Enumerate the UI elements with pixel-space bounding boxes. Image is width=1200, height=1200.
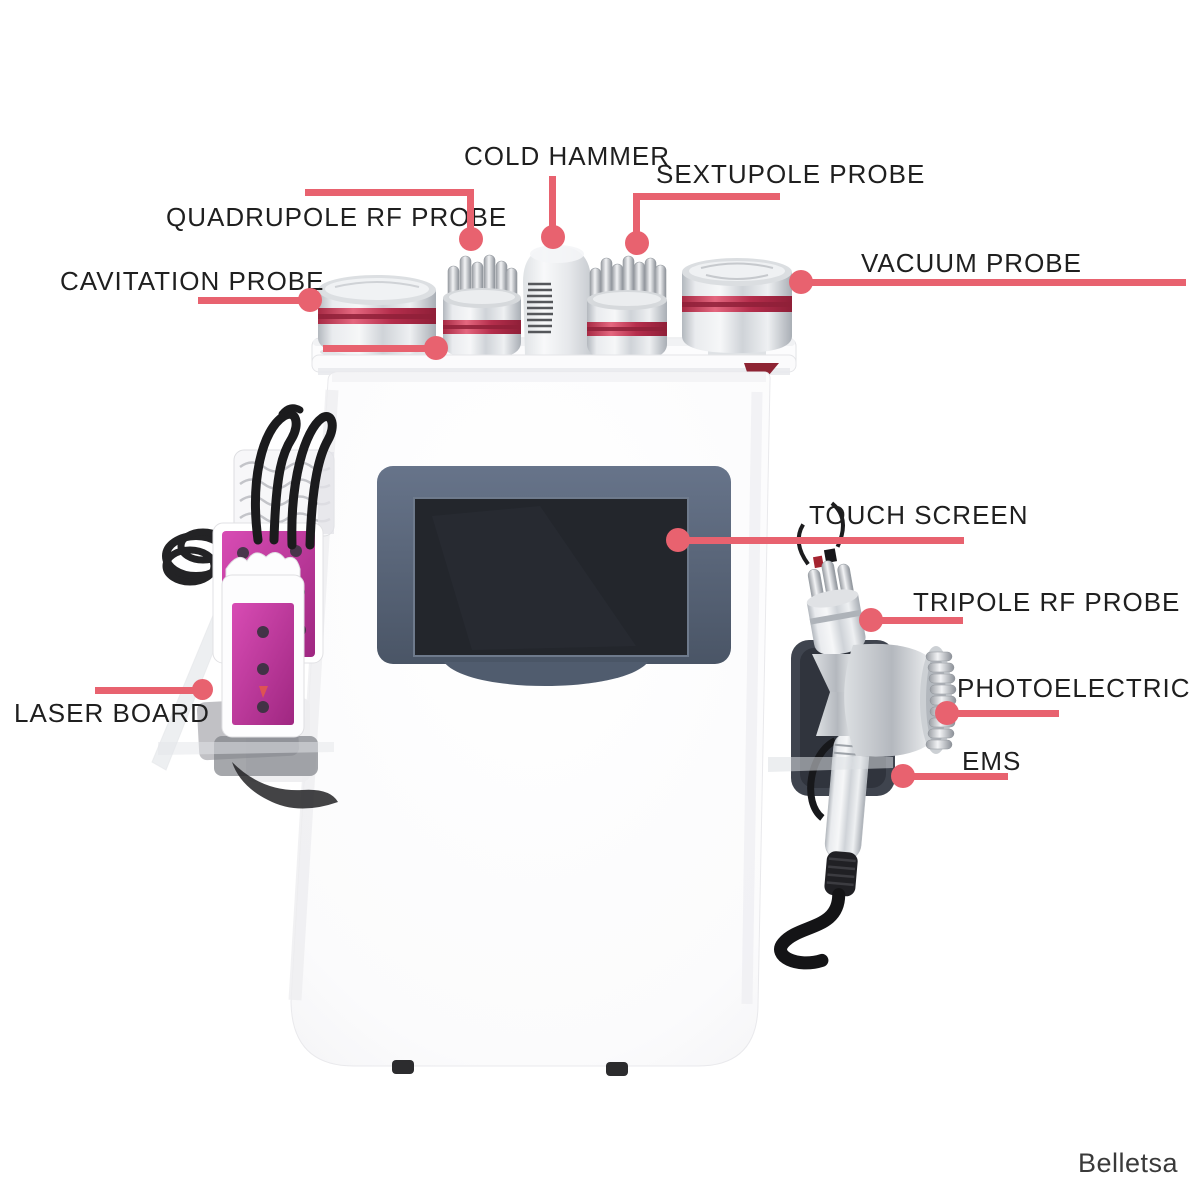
callout-line <box>903 773 1008 780</box>
callout-dot <box>935 701 959 725</box>
label-cavitation-probe: CAVITATION PROBE <box>60 266 325 296</box>
photoelectric-pins <box>925 651 957 750</box>
label-photoelectric: PHOTOELECTRIC <box>957 673 1191 703</box>
black-cables-graphic <box>251 404 337 550</box>
label-sextupole-probe: SEXTUPOLE PROBE <box>656 159 926 189</box>
quadrupole-rf-probe-graphic <box>443 254 521 359</box>
callout-line <box>305 189 474 196</box>
label-touch-screen: TOUCH SCREEN <box>809 500 1029 530</box>
label-quadrupole-rf-probe: QUADRUPOLE RF PROBE <box>166 202 508 232</box>
callout-dot-tray <box>424 336 448 360</box>
callout-line <box>947 710 1059 717</box>
label-tripole-rf-probe: TRIPOLE RF PROBE <box>913 587 1181 617</box>
label-vacuum-probe: VACUUM PROBE <box>861 248 1082 278</box>
callout-line <box>800 279 1186 286</box>
acrylic-shelf-graphic <box>158 742 334 755</box>
label-ems: EMS <box>962 746 1022 776</box>
callout-line <box>198 297 302 304</box>
laser-paddle-assembly-graphic <box>151 404 338 809</box>
callout-line <box>633 193 780 200</box>
callout-dot <box>891 764 915 788</box>
acrylic-shelf-right-graphic <box>768 757 893 772</box>
callout-line-tray <box>323 345 428 352</box>
touch-screen-graphic <box>377 466 731 686</box>
photoelectric-probe-graphic <box>844 643 957 757</box>
callout-line <box>95 687 197 694</box>
tripole-rf-probe-graphic <box>796 501 866 655</box>
cold-hammer-graphic <box>523 245 593 356</box>
machine-foot-right <box>606 1062 628 1076</box>
callout-line <box>549 176 556 229</box>
callout-line <box>467 189 474 233</box>
cable-bundle-graphic <box>232 762 338 809</box>
laser-board-small-paddle-graphic <box>221 552 305 738</box>
brand-watermark: Belletsa <box>1078 1148 1179 1178</box>
callout-line <box>871 617 963 624</box>
callout-line <box>678 537 964 544</box>
vacuum-probe-graphic <box>682 258 792 369</box>
callout-dot <box>298 288 322 312</box>
callout-dot <box>541 225 565 249</box>
handpiece-assembly-graphic <box>768 501 957 970</box>
callout-dot <box>859 608 883 632</box>
callout-dot <box>666 528 690 552</box>
callout-dot <box>459 227 483 251</box>
callout-dot <box>625 231 649 255</box>
machine-foot-left <box>392 1060 414 1074</box>
callout-line <box>633 193 640 235</box>
callout-dot <box>789 270 813 294</box>
callout-dot <box>192 679 213 700</box>
sextupole-probe-graphic <box>587 255 667 361</box>
label-laser-board: LASER BOARD <box>14 698 210 728</box>
cold-hammer-vents <box>527 282 553 334</box>
label-cold-hammer: COLD HAMMER <box>464 141 671 171</box>
handle-cable-graphic <box>774 888 846 970</box>
